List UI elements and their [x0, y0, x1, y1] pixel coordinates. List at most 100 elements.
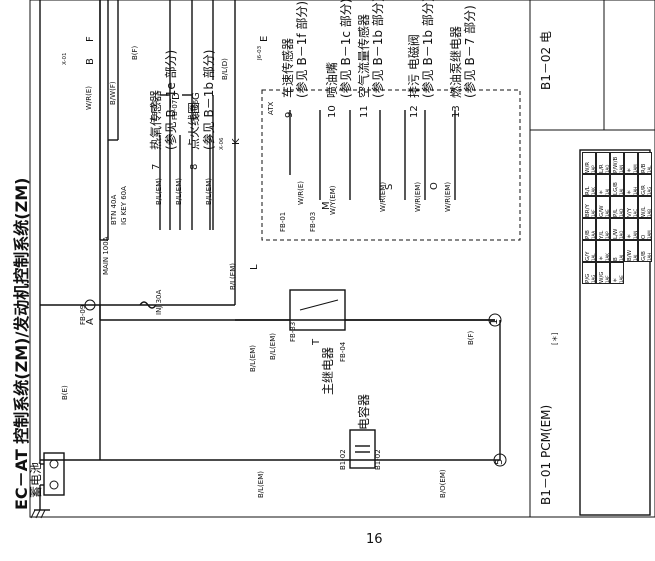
comp-7-name: 热氧传感器	[149, 89, 163, 150]
battery-terminal-neg	[49, 480, 59, 490]
pcm-title: B1－01 PCM(EM)	[539, 404, 553, 505]
comp-8-ref: (参见 B－1b 部分)	[202, 49, 216, 150]
pcm-connector	[579, 149, 651, 516]
conn-j603: J6-03	[257, 45, 263, 60]
comp-13-name: 燃油泵继电器	[449, 25, 463, 98]
marker-9: 9	[284, 111, 295, 118]
comp-11-name: 空气流量传感器	[357, 13, 371, 98]
comp-12-ref: (参见 B－1b 部分)	[421, 0, 435, 98]
capacitor-box	[349, 429, 376, 469]
marker-7: 7	[151, 163, 162, 170]
b102-label: B1－02 电	[539, 31, 553, 90]
wire-ble-5: B/L(EM)	[249, 345, 257, 372]
wire-ble-6: B/L(EM)	[269, 333, 277, 360]
pcm-pin: ＊1AJ	[596, 174, 610, 196]
pcm-pin: ＊1AM	[624, 152, 638, 174]
capacitor-label: 电容器	[357, 393, 371, 430]
main-relay-label: 主继电器	[321, 346, 335, 395]
pcm-pin-id: 1AE	[619, 275, 624, 283]
fuse-btn: BTN 40A	[110, 194, 118, 225]
fuse-main: MAIN 100A	[102, 236, 110, 275]
conn-b102b: B1-02	[374, 449, 382, 470]
wire-ble-3: B/L(EM)	[205, 178, 213, 205]
comp-8-name: 点火线圈	[187, 101, 201, 150]
battery-terminal-pos	[49, 459, 59, 469]
pcm-pin-id: 1AL	[647, 165, 652, 173]
marker-12: 12	[409, 105, 420, 118]
comp-10-ref: (参见 B－1c 部分)	[339, 0, 353, 98]
wire-wre-mid: W/R(E)	[297, 180, 305, 205]
pcm-pin: ＊1AK	[596, 240, 610, 262]
wire-ble-7: B/L(EM)	[257, 471, 265, 498]
marker-o: O	[429, 182, 440, 190]
wire-bwf: B/W(F)	[109, 81, 117, 105]
inj-fuse	[139, 301, 157, 309]
wire-ble-2: B/L(EM)	[175, 178, 183, 205]
conn-x06: X-06	[219, 137, 225, 150]
marker-m: M	[321, 201, 332, 210]
wire-wrem-3: W/R(EM)	[444, 181, 452, 212]
marker-1: 1	[489, 318, 500, 325]
comp-12-name: 排污 电磁阀	[407, 34, 421, 98]
marker-l: L	[249, 264, 260, 270]
pcm-star: [＊]	[551, 332, 559, 345]
wire-bof: B/O(EM)	[439, 469, 447, 498]
marker-b: B	[85, 58, 96, 65]
wire-wrem-2: W/R(EM)	[414, 181, 422, 212]
comp-9-ref: (参见 B－1f 部分)	[295, 0, 309, 98]
marker-13: 13	[451, 105, 462, 118]
pcm-pin: ＊1AN	[624, 218, 638, 240]
battery-box	[43, 452, 65, 496]
page-number: 16	[366, 532, 383, 547]
wire-ble-4: B/L(EM)	[229, 263, 237, 290]
comp-9-name: 车速传感器	[281, 37, 295, 98]
conn-atx: ATX	[267, 101, 275, 115]
wire-ble-1: B/L(EM)	[155, 178, 163, 205]
marker-e: E	[259, 35, 270, 42]
battery-label: 蓄电池	[29, 461, 43, 498]
comp-11-ref: (参见 B－1b 部分)	[371, 0, 385, 98]
comp-13-ref: (参见 B－7 部分)	[463, 5, 477, 98]
main-relay-box	[289, 289, 346, 331]
wire-bld-top: B/L(D)	[221, 58, 229, 80]
marker-10: 10	[327, 105, 338, 118]
pcm-pin-id: 1AH	[647, 252, 652, 261]
fuse-inj: INJ 30A	[155, 289, 163, 315]
marker-8: 8	[189, 163, 200, 170]
marker-g: G	[191, 92, 202, 100]
pcm-pin: ＊1AH	[624, 174, 638, 196]
conn-fb03: FB-03	[309, 211, 317, 232]
wire-bf-top: B(F)	[131, 45, 139, 60]
conn-fb33: FB-33	[289, 321, 297, 342]
page-frame	[29, 0, 655, 518]
marker-k: K	[231, 138, 242, 145]
conn-x01: X-01	[62, 52, 68, 65]
comp-10-name: 喷油嘴	[325, 61, 339, 98]
conn-fb04: FB-04	[339, 341, 347, 362]
marker-f: F	[85, 36, 96, 42]
wire-bf-mid: B(F)	[467, 330, 475, 345]
marker-11: 11	[359, 105, 370, 118]
marker-t: T	[311, 338, 322, 345]
marker-a: A	[85, 318, 96, 325]
conn-b102a: B1-02	[339, 449, 347, 470]
